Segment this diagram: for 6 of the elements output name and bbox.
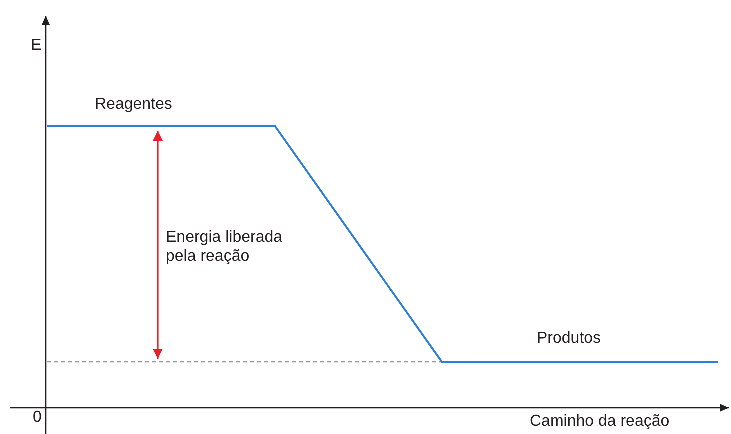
origin-label: 0: [33, 408, 42, 428]
energy-label: Energia liberada pela reação: [166, 228, 284, 266]
axis-label: E: [31, 36, 42, 56]
level-label: Produtos: [537, 329, 602, 348]
axis-label: Caminho da reação: [530, 412, 670, 432]
level-label: Reagentes: [95, 95, 172, 114]
